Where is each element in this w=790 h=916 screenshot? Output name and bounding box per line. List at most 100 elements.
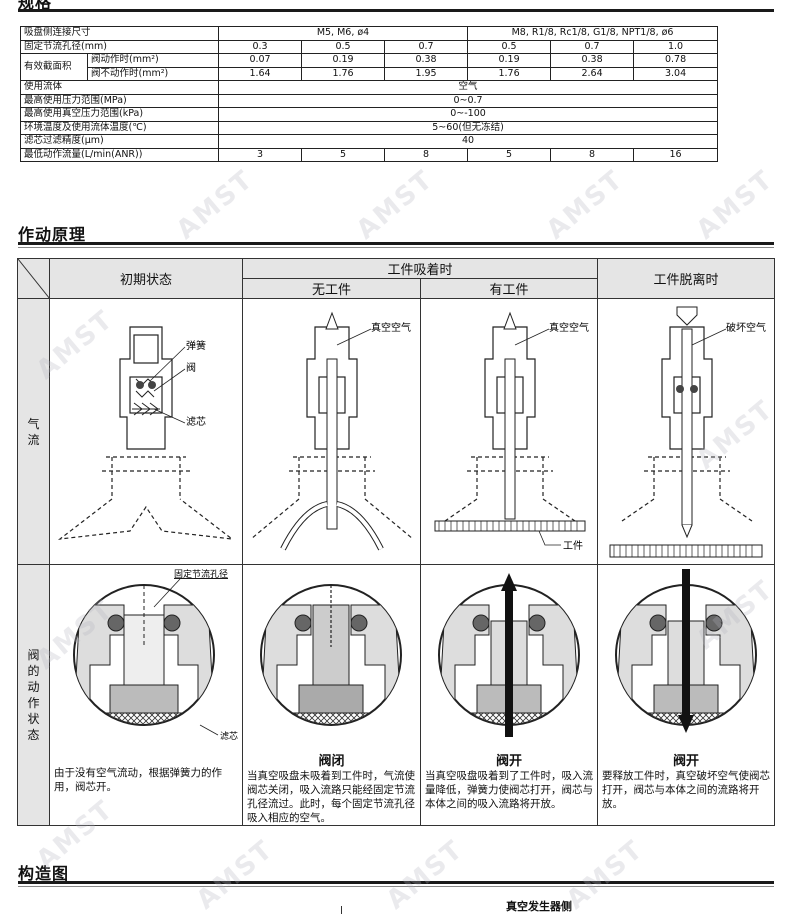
spec-cell: 0~0.7 [218, 93, 719, 108]
table-row: 环境温度及使用流体温度(℃) 5~60(但无冻结) [19, 120, 719, 135]
valve-release-diagram [615, 569, 758, 733]
state-text-closed: 当真空吸盘未吸着到工件时，气流使阀芯关闭，吸入流路只能经固定节流孔径流过。此时，… [247, 770, 415, 824]
table-row: 阀不动作时(mm²) 1.64 1.76 1.95 1.76 2.64 3.04 [21, 66, 719, 81]
watermark: AMST [190, 834, 280, 916]
structure-section-title: 构造图 [18, 864, 70, 883]
airflow-release-cell: 破坏空气 [597, 298, 776, 565]
spec-cell: 1.76 [467, 66, 552, 81]
valve-closed-diagram [260, 584, 402, 726]
airflow-no-work-diagram: 真空空气 [250, 311, 414, 551]
spec-label-temp: 环境温度及使用流体温度(℃) [19, 120, 220, 135]
spec-label-fluid: 使用流体 [19, 80, 220, 95]
table-row: 使用流体 空气 [19, 80, 719, 95]
spec-port-group1: M5, M6, ø4 [218, 26, 469, 41]
state-title-open: 阀开 [496, 754, 523, 769]
spec-cell: 0.07 [218, 53, 303, 68]
spec-label-valve-active: 阀动作时(mm²) [86, 53, 220, 68]
watermark: AMST [170, 164, 260, 246]
spec-cell: 3.04 [633, 66, 719, 81]
spec-label-orifice: 固定节流孔径(mm) [19, 39, 220, 54]
spec-section-rule [18, 9, 774, 12]
valve-initial-cell: 固定节流孔径 滤芯 由于没有空气流动，根据弹簧力的作用，阀芯开。 [49, 564, 243, 826]
spec-label-port: 吸盘侧连接尺寸 [19, 26, 220, 41]
spec-cell: 0.3 [218, 39, 303, 54]
watermark: AMST [560, 834, 650, 916]
row-label-valve-state: 阀的动作状态 [17, 564, 50, 826]
spec-cell: 8 [384, 147, 469, 162]
watermark: AMST [380, 834, 470, 916]
spec-label-min-flow: 最低动作流量(L/min(ANR)) [19, 147, 220, 162]
valve-initial-diagram: 固定节流孔径 滤芯 [73, 568, 238, 742]
airflow-no-work-cell: 真空空气 [242, 298, 421, 565]
spec-cell: 0.7 [384, 39, 469, 54]
watermark: AMST [540, 164, 630, 246]
spec-cell: 0.78 [633, 53, 719, 68]
spec-cell: 3 [218, 147, 303, 162]
valve-closed-cell: 阀闭 当真空吸盘未吸着到工件时，气流使阀芯关闭，吸入流路只能经固定节流孔径流过。… [242, 564, 421, 826]
label-valve: 阀 [186, 361, 196, 374]
spec-cell: 0.19 [301, 53, 386, 68]
table-row: 滤芯过滤精度(μm) 40 [19, 134, 719, 149]
valve-state-label: 阀的动作状态 [27, 648, 40, 742]
airflow-release-diagram: 破坏空气 [609, 306, 766, 558]
table-row: 有效截面积 阀动作时(mm²) 0.07 0.19 0.38 0.19 0.38… [20, 53, 719, 81]
spec-label-max-vacuum: 最高使用真空压力范围(kPa) [19, 107, 220, 122]
spec-port-group2: M8, R1/8, Rc1/8, G1/8, NPT1/8, ø6 [467, 26, 719, 41]
state-title-closed: 阀闭 [318, 754, 345, 769]
spec-cell: 16 [633, 147, 719, 162]
airflow-with-work-diagram: 真空空气 工件 [434, 311, 589, 552]
spec-cell: 0.5 [467, 39, 552, 54]
vacuum-side-label: 真空发生器侧 [506, 900, 572, 913]
valve-open-diagram [438, 573, 580, 737]
spec-cell: 5 [301, 147, 386, 162]
airflow-with-work-cell: 真空空气 工件 [419, 298, 599, 565]
spec-cell: 2.64 [550, 66, 635, 81]
label-workpiece: 工件 [563, 540, 583, 552]
airflow-initial-cell: 弹簧 阀 滤芯 [49, 298, 243, 565]
state-text-open: 当真空吸盘吸着到了工件时，吸入流量降低，弹簧力使阀芯打开，阀芯与本体之间的吸入流… [425, 770, 593, 810]
principle-table: 初期状态 工件吸着时 工件脱离时 无工件 有工件 气流 [17, 258, 776, 826]
spec-cell: 空气 [218, 80, 719, 95]
header-no-work: 无工件 [242, 278, 421, 299]
spec-cell: 8 [550, 147, 635, 162]
diagonal-line [18, 259, 50, 299]
state-title-release: 阀开 [673, 754, 700, 769]
valve-open-cell: 阀开 当真空吸盘吸着到了工件时，吸入流量降低，弹簧力使阀芯打开，阀芯与本体之间的… [419, 564, 599, 826]
label-filter: 滤芯 [186, 415, 206, 428]
watermark: AMST [350, 164, 440, 246]
state-title-initial [50, 750, 242, 766]
table-row: 最高使用压力范围(MPa) 0~0.7 [19, 93, 719, 108]
label-vacuum-air-2: 真空空气 [549, 321, 589, 334]
table-row: 阀的动作状态 [17, 564, 776, 826]
workpiece-block [434, 520, 586, 532]
row-label-airflow: 气流 [17, 298, 50, 565]
header-release: 工件脱离时 [597, 258, 776, 299]
label-filter-2: 滤芯 [220, 730, 238, 742]
label-vacuum-air-1: 真空空气 [371, 321, 411, 334]
header-adsorb: 工件吸着时 [241, 258, 599, 279]
arrow-down-icon [678, 715, 695, 733]
valve-release-cell: 阀开 要释放工件时，真空破坏空气使阀芯打开，阀芯与本体之间的流路将开放。 [597, 564, 776, 826]
airflow-initial-diagram: 弹簧 阀 滤芯 [57, 326, 235, 540]
label-spring: 弹簧 [186, 339, 206, 352]
header-initial: 初期状态 [49, 258, 243, 299]
spec-cell: 0.5 [301, 39, 386, 54]
table-row: 最低动作流量(L/min(ANR)) 3 5 8 5 8 16 [19, 147, 719, 162]
table-row: 初期状态 工件吸着时 工件脱离时 [17, 258, 776, 299]
arrow-up-icon [501, 573, 517, 591]
spec-cell: 0.38 [384, 53, 469, 68]
spec-cell: 0.7 [550, 39, 635, 54]
label-break-air: 破坏空气 [726, 321, 766, 334]
state-text-initial: 由于没有空气流动，根据弹簧力的作用，阀芯开。 [54, 767, 222, 793]
airflow-label: 气流 [27, 416, 40, 447]
spec-cell: 1.95 [384, 66, 469, 81]
spec-cell: 1.64 [218, 66, 303, 81]
spec-cell: 0~-100 [218, 107, 719, 122]
principle-section-title: 作动原理 [18, 225, 87, 244]
spec-cell: 5~60(但无冻结) [218, 120, 719, 135]
table-row: 无工件 有工件 [18, 278, 775, 299]
table-row: 吸盘侧连接尺寸 M5, M6, ø4 M8, R1/8, Rc1/8, G1/8… [19, 26, 719, 41]
spec-label-area: 有效截面积 [20, 53, 88, 81]
spec-table: 吸盘侧连接尺寸 M5, M6, ø4 M8, R1/8, Rc1/8, G1/8… [19, 26, 719, 162]
spec-label-filter: 滤芯过滤精度(μm) [19, 134, 220, 149]
